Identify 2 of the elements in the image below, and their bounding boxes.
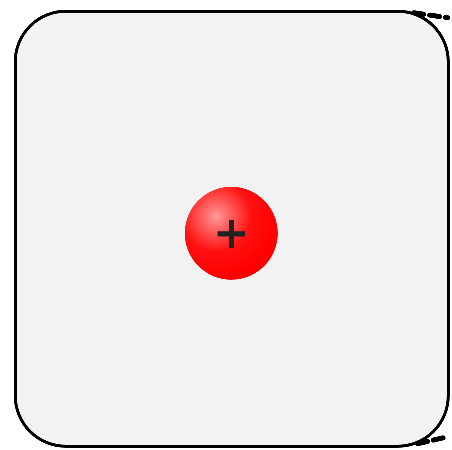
- positive-charge: +: [185, 187, 278, 280]
- container-box: [14, 10, 450, 448]
